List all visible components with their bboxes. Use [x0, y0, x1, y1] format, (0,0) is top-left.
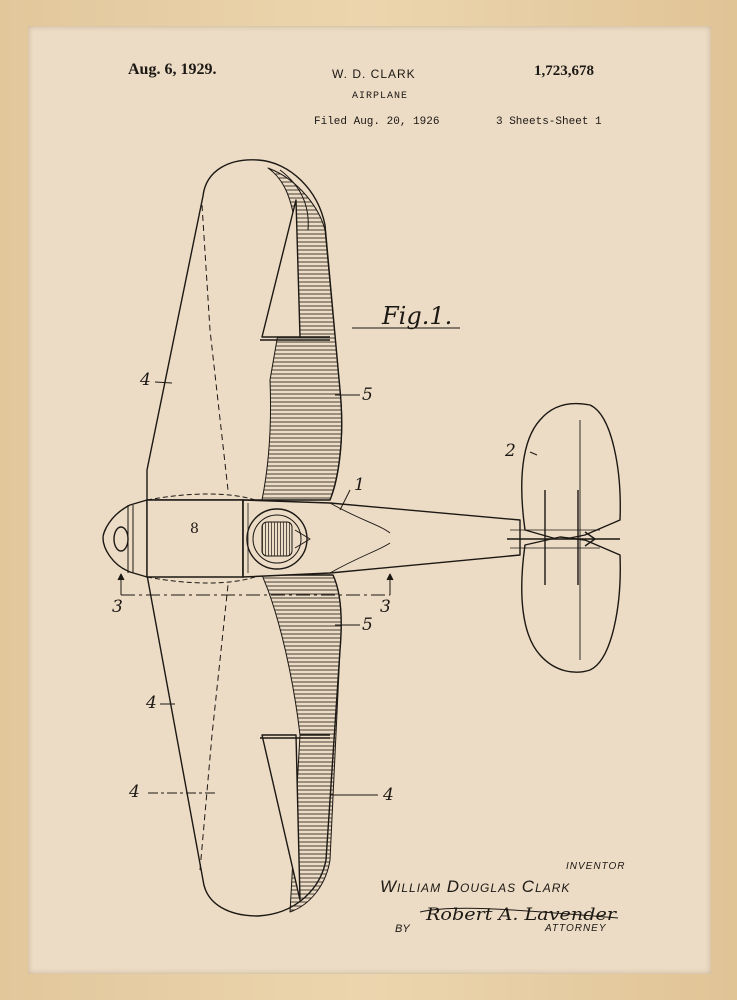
inventor-label: INVENTOR [566, 861, 626, 872]
lower-wing [146, 574, 342, 917]
leader-lines [148, 327, 619, 919]
patent-number: 1,723,678 [534, 63, 594, 79]
attorney-signature: Robert A. Lavender [425, 905, 617, 925]
section-line [117, 573, 394, 596]
figure-label: Fig.1. [381, 302, 452, 330]
filed-date: Filed Aug. 20, 1926 [314, 116, 440, 128]
attorney-label: ATTORNEY [545, 923, 607, 934]
sheet-count: 3 Sheets-Sheet 1 [496, 116, 602, 128]
flap-label-upper: 5 [362, 385, 373, 405]
tail-assembly [507, 402, 621, 673]
patent-title: AIRPLANE [352, 91, 409, 102]
tail-label: 2 [504, 441, 516, 461]
by-label: BY [395, 923, 410, 935]
patent-date: Aug. 6, 1929. [128, 61, 217, 78]
inventor-name: William Douglas Clark [380, 877, 571, 896]
wing-label-lower: 4 [145, 693, 157, 713]
engine-cowling [102, 493, 256, 584]
section-label-left: 3 [112, 597, 123, 617]
section-label-right: 3 [380, 597, 391, 617]
fuselage-label: 1 [354, 475, 365, 495]
wing-label-upper: 4 [139, 370, 151, 390]
flap-label-lower: 5 [362, 615, 373, 635]
inventor-short-name: W. D. CLARK [332, 67, 416, 81]
wing-label-right: 4 [382, 785, 394, 805]
engine-label: 8 [190, 521, 199, 537]
upper-wing [146, 159, 343, 501]
fuselage [242, 499, 521, 578]
wing-label-left: 4 [128, 782, 140, 802]
